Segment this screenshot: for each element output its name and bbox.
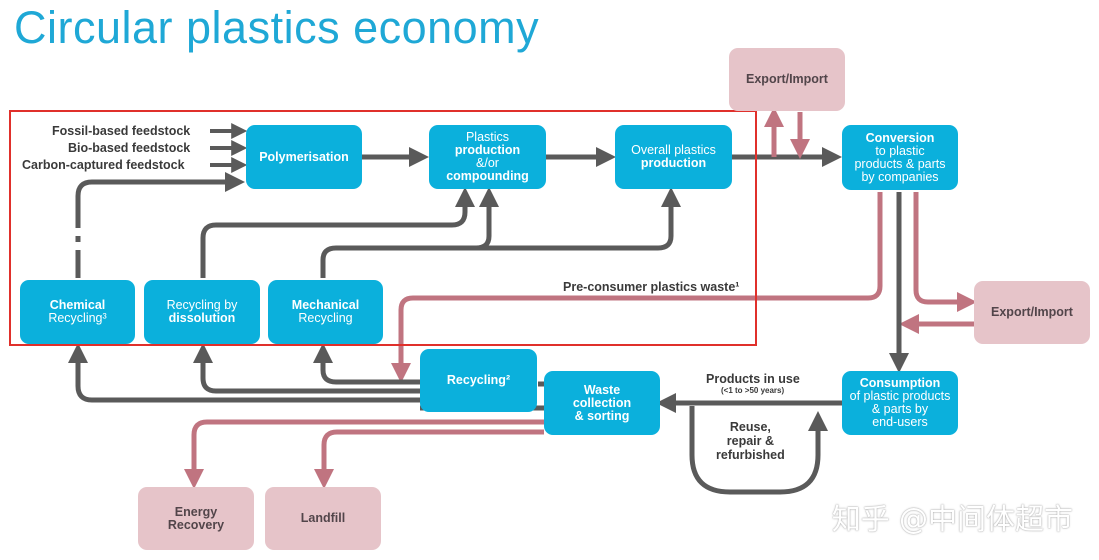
products-in-use-label: Products in use: [706, 372, 800, 386]
plastics-production-l1: Plastics: [465, 130, 510, 144]
conversion-l2: to plastic: [875, 143, 925, 158]
consumption-l2: of plastic products: [849, 389, 951, 403]
waste-collection-node: Waste collection & sorting: [544, 371, 660, 435]
pre-consumer-waste-label: Pre-consumer plastics waste¹: [563, 280, 740, 294]
reuse-l3: refurbished: [716, 448, 785, 462]
plastics-production-l4: compounding: [446, 169, 529, 183]
polymerisation-label: Polymerisation: [259, 149, 349, 164]
dissolution-recycling-l2: dissolution: [168, 311, 236, 325]
arrow-reuse-loop: [689, 406, 828, 495]
consumption-l1: Consumption: [859, 376, 941, 390]
energy-recovery-l1: Energy: [174, 504, 218, 519]
arrow-pre-consumer-waste: [391, 192, 883, 383]
waste-collection-l3: & sorting: [574, 408, 630, 423]
conversion-node: Conversion to plastic products & parts b…: [842, 125, 958, 190]
conversion-l3: products & parts: [854, 156, 946, 171]
recycling-label: Recycling²: [446, 373, 511, 387]
energy-recovery-l2: Recovery: [167, 517, 225, 532]
dissolution-recycling-l1: Recycling by: [166, 298, 238, 312]
arrow-mechanical-to-overall: [476, 187, 681, 251]
consumption-node: Consumption of plastic products & parts …: [842, 371, 958, 435]
chemical-recycling-node: Chemical Recycling³: [20, 280, 135, 344]
plastics-production-l3: &/or: [476, 156, 499, 170]
feedstock-bio: Bio-based feedstock: [68, 141, 191, 155]
overall-production-l1: Overall plastics: [631, 143, 716, 157]
waste-collection-l1: Waste: [583, 382, 621, 397]
consumption-l4: end-users: [872, 415, 928, 429]
arrow-to-export-right: [913, 192, 977, 312]
overall-production-l2: production: [640, 156, 707, 170]
arrow-waste-to-landfill: [314, 429, 544, 489]
recycling-node: Recycling²: [420, 349, 537, 412]
reuse-l1: Reuse,: [729, 420, 771, 434]
mechanical-recycling-l1: Mechanical: [291, 298, 360, 312]
arrow-mechanical-to-production: [320, 187, 499, 278]
reuse-label: Reuse, repair & refurbished: [716, 420, 785, 462]
waste-collection-l2: collection: [572, 395, 632, 410]
conversion-l1: Conversion: [865, 130, 935, 145]
polymerisation-node: Polymerisation: [246, 125, 362, 189]
feedstock-carbon: Carbon-captured feedstock: [22, 158, 185, 172]
reuse-l2: repair &: [726, 434, 774, 448]
consumption-l3: & parts by: [871, 402, 929, 416]
arrow-recycling-to-chemical: [68, 343, 420, 403]
export-import-top-label: Export/Import: [746, 72, 828, 86]
arrow-recycling-to-dissolution: [193, 343, 420, 394]
conversion-l4: by companies: [861, 169, 939, 184]
dissolution-recycling-node: Recycling by dissolution: [144, 280, 260, 344]
chemical-recycling-l2: Recycling³: [48, 311, 107, 325]
export-import-right-label: Export/Import: [991, 305, 1073, 319]
products-in-use-note: (<1 to >50 years): [721, 386, 785, 395]
mechanical-recycling-l2: Recycling: [298, 311, 353, 325]
production-highlight-frame: [9, 110, 757, 346]
arrow-waste-to-energy: [184, 419, 544, 489]
arrow-dissolution-to-production: [200, 187, 475, 278]
arrow-recycling-to-mechanical: [313, 343, 420, 385]
landfill-label: Landfill: [300, 511, 346, 525]
landfill-node: Landfill: [265, 487, 381, 550]
page-title: Circular plastics economy: [14, 2, 540, 53]
export-import-right-node: Export/Import: [974, 281, 1090, 344]
overall-production-node: Overall plastics production: [615, 125, 732, 189]
mechanical-recycling-node: Mechanical Recycling: [268, 280, 383, 344]
feedstock-fossil: Fossil-based feedstock: [52, 124, 191, 138]
plastics-production-l2: production: [454, 143, 521, 157]
chemical-recycling-l1: Chemical: [49, 298, 106, 312]
watermark: 知乎 @中间体超市: [831, 502, 1073, 536]
energy-recovery-node: Energy Recovery: [138, 487, 254, 550]
plastics-production-node: Plastics production &/or compounding: [429, 125, 546, 189]
export-import-top-node: Export/Import: [729, 48, 845, 111]
